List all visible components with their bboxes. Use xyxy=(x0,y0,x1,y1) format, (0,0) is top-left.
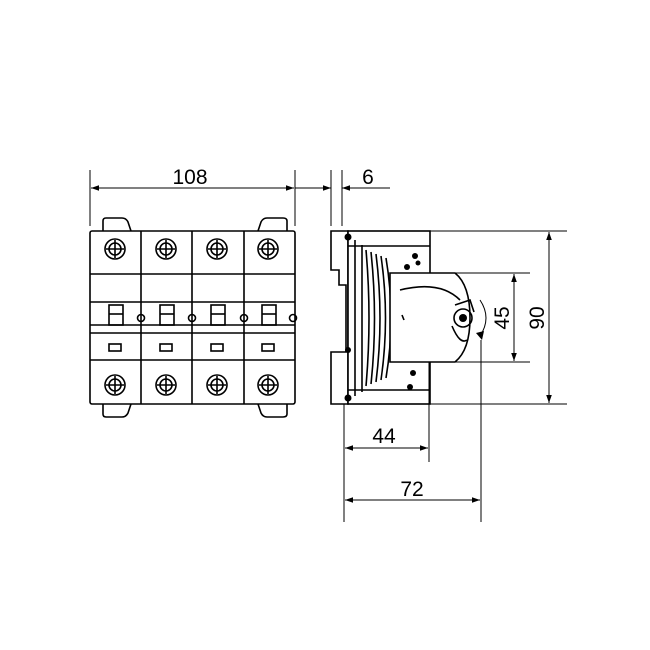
screw-bottom-4 xyxy=(257,374,279,396)
toggle-levers xyxy=(108,304,277,326)
front-cap xyxy=(389,272,471,363)
rail-clip-bottom-right xyxy=(257,403,288,418)
label-height-front: 45 xyxy=(491,306,514,329)
link-holes xyxy=(136,313,298,323)
dimension-lines xyxy=(89,170,567,522)
lever-2 xyxy=(159,304,175,326)
label-front-width: 108 xyxy=(172,166,207,189)
label-height-total: 90 xyxy=(526,306,549,329)
lever-4 xyxy=(261,304,277,326)
screw-top-1 xyxy=(104,238,126,260)
front-view xyxy=(89,217,298,418)
screw-bottom-2 xyxy=(155,374,177,396)
label-depth-front: 44 xyxy=(372,425,396,448)
status-windows xyxy=(108,343,275,352)
screw-top-2 xyxy=(155,238,177,260)
lever-3 xyxy=(210,304,226,326)
screw-top-3 xyxy=(206,238,228,260)
label-depth-total: 72 xyxy=(400,478,423,501)
screw-top-4 xyxy=(257,238,279,260)
label-rail-offset: 6 xyxy=(362,166,374,189)
rivets xyxy=(344,233,421,402)
terminal-screws-top xyxy=(104,238,279,260)
rail-mount-profile xyxy=(330,230,349,405)
side-view xyxy=(330,230,487,405)
screw-bottom-3 xyxy=(206,374,228,396)
rail-clip-bottom-left xyxy=(102,403,132,418)
rail-clip-top-right xyxy=(257,217,288,232)
lever-1 xyxy=(108,304,124,326)
toggle-pivot xyxy=(401,298,487,342)
rail-clip-top-left xyxy=(102,217,132,232)
terminal-screws-bottom xyxy=(104,374,279,396)
screw-bottom-1 xyxy=(104,374,126,396)
